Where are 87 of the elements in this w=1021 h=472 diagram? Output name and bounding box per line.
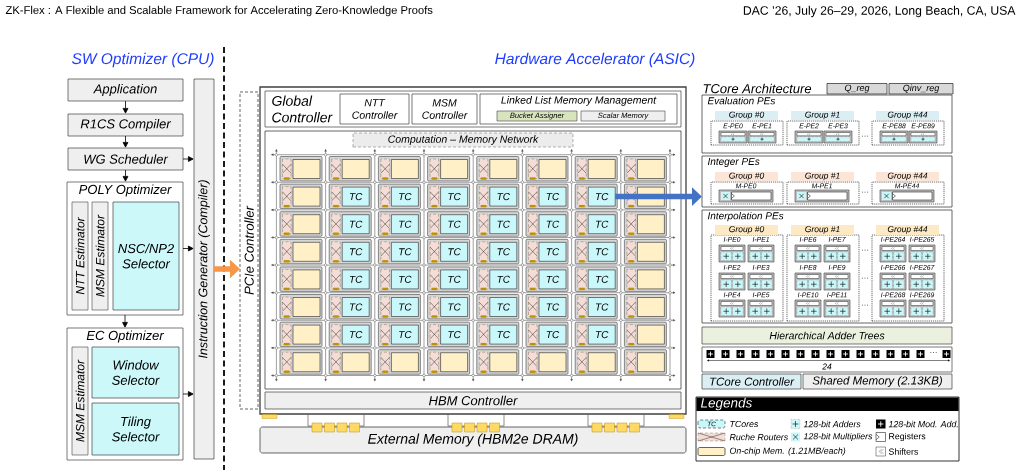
process-box: R1CS Compiler bbox=[67, 113, 184, 137]
adder-tree-bar: Hierarchical Adder Trees bbox=[701, 326, 953, 345]
node-label: Group #44 bbox=[887, 226, 928, 234]
memory-box: External Memory (HBM2e DRAM) bbox=[259, 426, 687, 454]
register-box: Qinv_reg bbox=[888, 83, 954, 95]
tcore-block: TC bbox=[489, 324, 518, 345]
arrow bbox=[182, 391, 194, 397]
legend-text: TCores bbox=[730, 420, 759, 428]
legend-title: Legends bbox=[696, 397, 959, 411]
network-banner: Computation – Memory Network bbox=[352, 132, 574, 148]
tcore-block: TC bbox=[341, 324, 370, 345]
node-label: Group #44 bbox=[887, 172, 928, 181]
tcore-block: TC bbox=[538, 186, 567, 207]
legend-text: On-chip Mem. (1.21MB/each) bbox=[730, 447, 846, 456]
register-box: Q_reg bbox=[826, 83, 888, 95]
tcore-block: TC bbox=[489, 186, 518, 207]
legend-text: 128-bit Multipliers bbox=[803, 432, 873, 442]
arrow bbox=[122, 169, 129, 182]
arrow bbox=[122, 314, 128, 328]
selector-box: Window Selector bbox=[91, 346, 180, 399]
node-label: Group #1 bbox=[805, 172, 840, 181]
tcore-block: TC bbox=[538, 269, 567, 290]
tcore-block: TC bbox=[489, 269, 518, 290]
section-title: SW Optimizer (CPU) bbox=[71, 52, 214, 68]
tcore-block: TC bbox=[587, 186, 616, 207]
tcore-block: TC bbox=[391, 297, 419, 317]
legend-text: Registers bbox=[889, 432, 926, 442]
tcore-block: TC bbox=[489, 214, 518, 234]
tcore-block: TC bbox=[440, 324, 468, 345]
tcore-block: TC bbox=[587, 324, 616, 345]
tcore-block: TC bbox=[391, 214, 419, 234]
arrow bbox=[122, 135, 129, 148]
tcore-block: TC bbox=[489, 242, 518, 262]
selector-box: Tiling Selector bbox=[91, 402, 180, 456]
legend-text: Shifters bbox=[888, 448, 918, 455]
selector-box: NSC/NP2 Selector bbox=[112, 201, 180, 311]
tcore-block: TC bbox=[341, 242, 370, 262]
tcore-block: TC bbox=[391, 242, 419, 262]
arrow bbox=[182, 245, 194, 252]
process-box: WG Scheduler bbox=[67, 147, 184, 171]
tcore-block: TC bbox=[440, 297, 468, 317]
tcore-block: TC bbox=[440, 214, 468, 234]
tcore-block: TC bbox=[440, 269, 468, 290]
node-label: Group #0 bbox=[729, 172, 765, 181]
tcore-block: TC bbox=[341, 297, 370, 317]
tcore-block: TC bbox=[538, 297, 567, 317]
node-label: Group #0 bbox=[729, 226, 765, 234]
tcore-block: TC bbox=[440, 186, 468, 207]
tcore-block: TC bbox=[538, 324, 567, 345]
tcore-block: TC bbox=[391, 324, 419, 345]
tcore-block: TC bbox=[341, 214, 370, 234]
estimator-box: MSM Estimator bbox=[91, 201, 109, 311]
tcore-block: TC bbox=[538, 242, 567, 262]
controller-box: TCore Controller bbox=[701, 373, 802, 390]
controller-bar: HBM Controller bbox=[264, 391, 682, 410]
tcore-block: TC bbox=[341, 186, 370, 207]
node-label: Group #44 bbox=[887, 111, 928, 120]
compiler-box: Instruction Generator (Compiler) bbox=[193, 78, 215, 460]
tcore-block: TC bbox=[391, 186, 419, 207]
controller-box: MSM Controller bbox=[411, 93, 478, 125]
tcore-block: TC bbox=[587, 297, 616, 317]
memory-box: Shared Memory (2.13KB) bbox=[802, 373, 953, 390]
running-header: DAC ’26, July 26–29, 2026, Long Beach, CA, USA bbox=[743, 5, 1016, 18]
controller-box: NTT Controller bbox=[339, 93, 410, 125]
estimator-box: NTT Estimator bbox=[71, 201, 89, 311]
tcore-block: TC bbox=[391, 269, 419, 290]
tcore-block: TC bbox=[587, 214, 616, 234]
node-label: Group #1 bbox=[805, 226, 840, 234]
arrow bbox=[182, 156, 194, 162]
controller-box: PCIe Controller bbox=[239, 91, 259, 410]
arrow bbox=[122, 100, 129, 114]
tcore-block: TC bbox=[538, 214, 567, 234]
section-title: TCore Architecture bbox=[703, 83, 812, 94]
running-header: ZK-Flex : A Flexible and Scalable Framework for Accelerating Zero-Knowledge Proofs bbox=[5, 5, 433, 17]
tcore-block: TC bbox=[341, 269, 370, 290]
node-label: Group #0 bbox=[729, 111, 765, 120]
legend-text: Ruche Routers bbox=[729, 433, 788, 441]
tcore-block: TC bbox=[587, 269, 616, 290]
process-box: Application bbox=[67, 78, 184, 102]
estimator-box: MSM Estimator bbox=[71, 346, 89, 456]
legend-text: 128-bit Adders bbox=[803, 420, 861, 428]
node-label: Group #1 bbox=[805, 111, 840, 120]
section-title: Hardware Accelerator (ASIC) bbox=[495, 52, 695, 68]
tcore-block: TC bbox=[489, 297, 518, 317]
tcore-block: TC bbox=[440, 242, 468, 262]
legend-text: 128-bit Mod. Add. bbox=[888, 420, 958, 428]
tcore-block: TC bbox=[587, 242, 616, 262]
